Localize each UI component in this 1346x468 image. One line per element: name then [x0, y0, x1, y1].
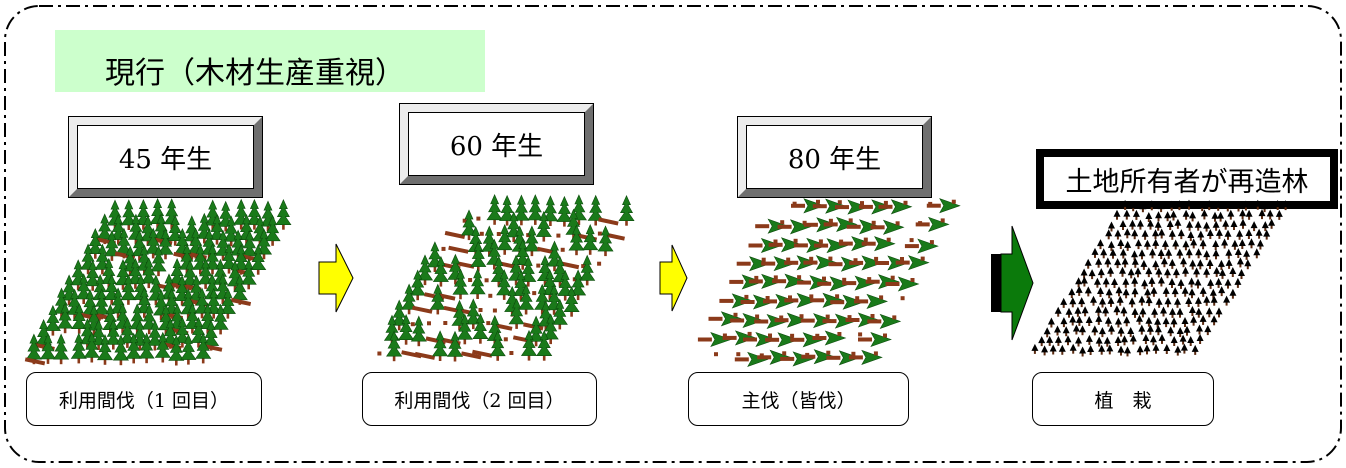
age-box-45: 45 年生	[68, 116, 263, 198]
age-label-80: 80 年生	[746, 125, 923, 189]
diagram-title: 現行（木材生産重視）	[105, 56, 405, 91]
action-label-thinning-2: 利用間伐（2 回目）	[362, 372, 597, 426]
right-arrow-icon	[659, 244, 688, 312]
age-box-80: 80 年生	[737, 116, 932, 198]
age-label-60: 60 年生	[408, 112, 585, 176]
age-label-45: 45 年生	[77, 125, 254, 189]
title-band	[55, 30, 485, 92]
action-label-final-harvest: 主伐（皆伐）	[688, 372, 909, 426]
action-label-planting: 植 栽	[1032, 372, 1214, 426]
right-arrow-icon	[991, 225, 1034, 341]
right-arrow-icon	[318, 243, 354, 313]
action-label-thinning-1: 利用間伐（1 回目）	[26, 372, 262, 426]
age-box-60: 60 年生	[399, 103, 594, 185]
